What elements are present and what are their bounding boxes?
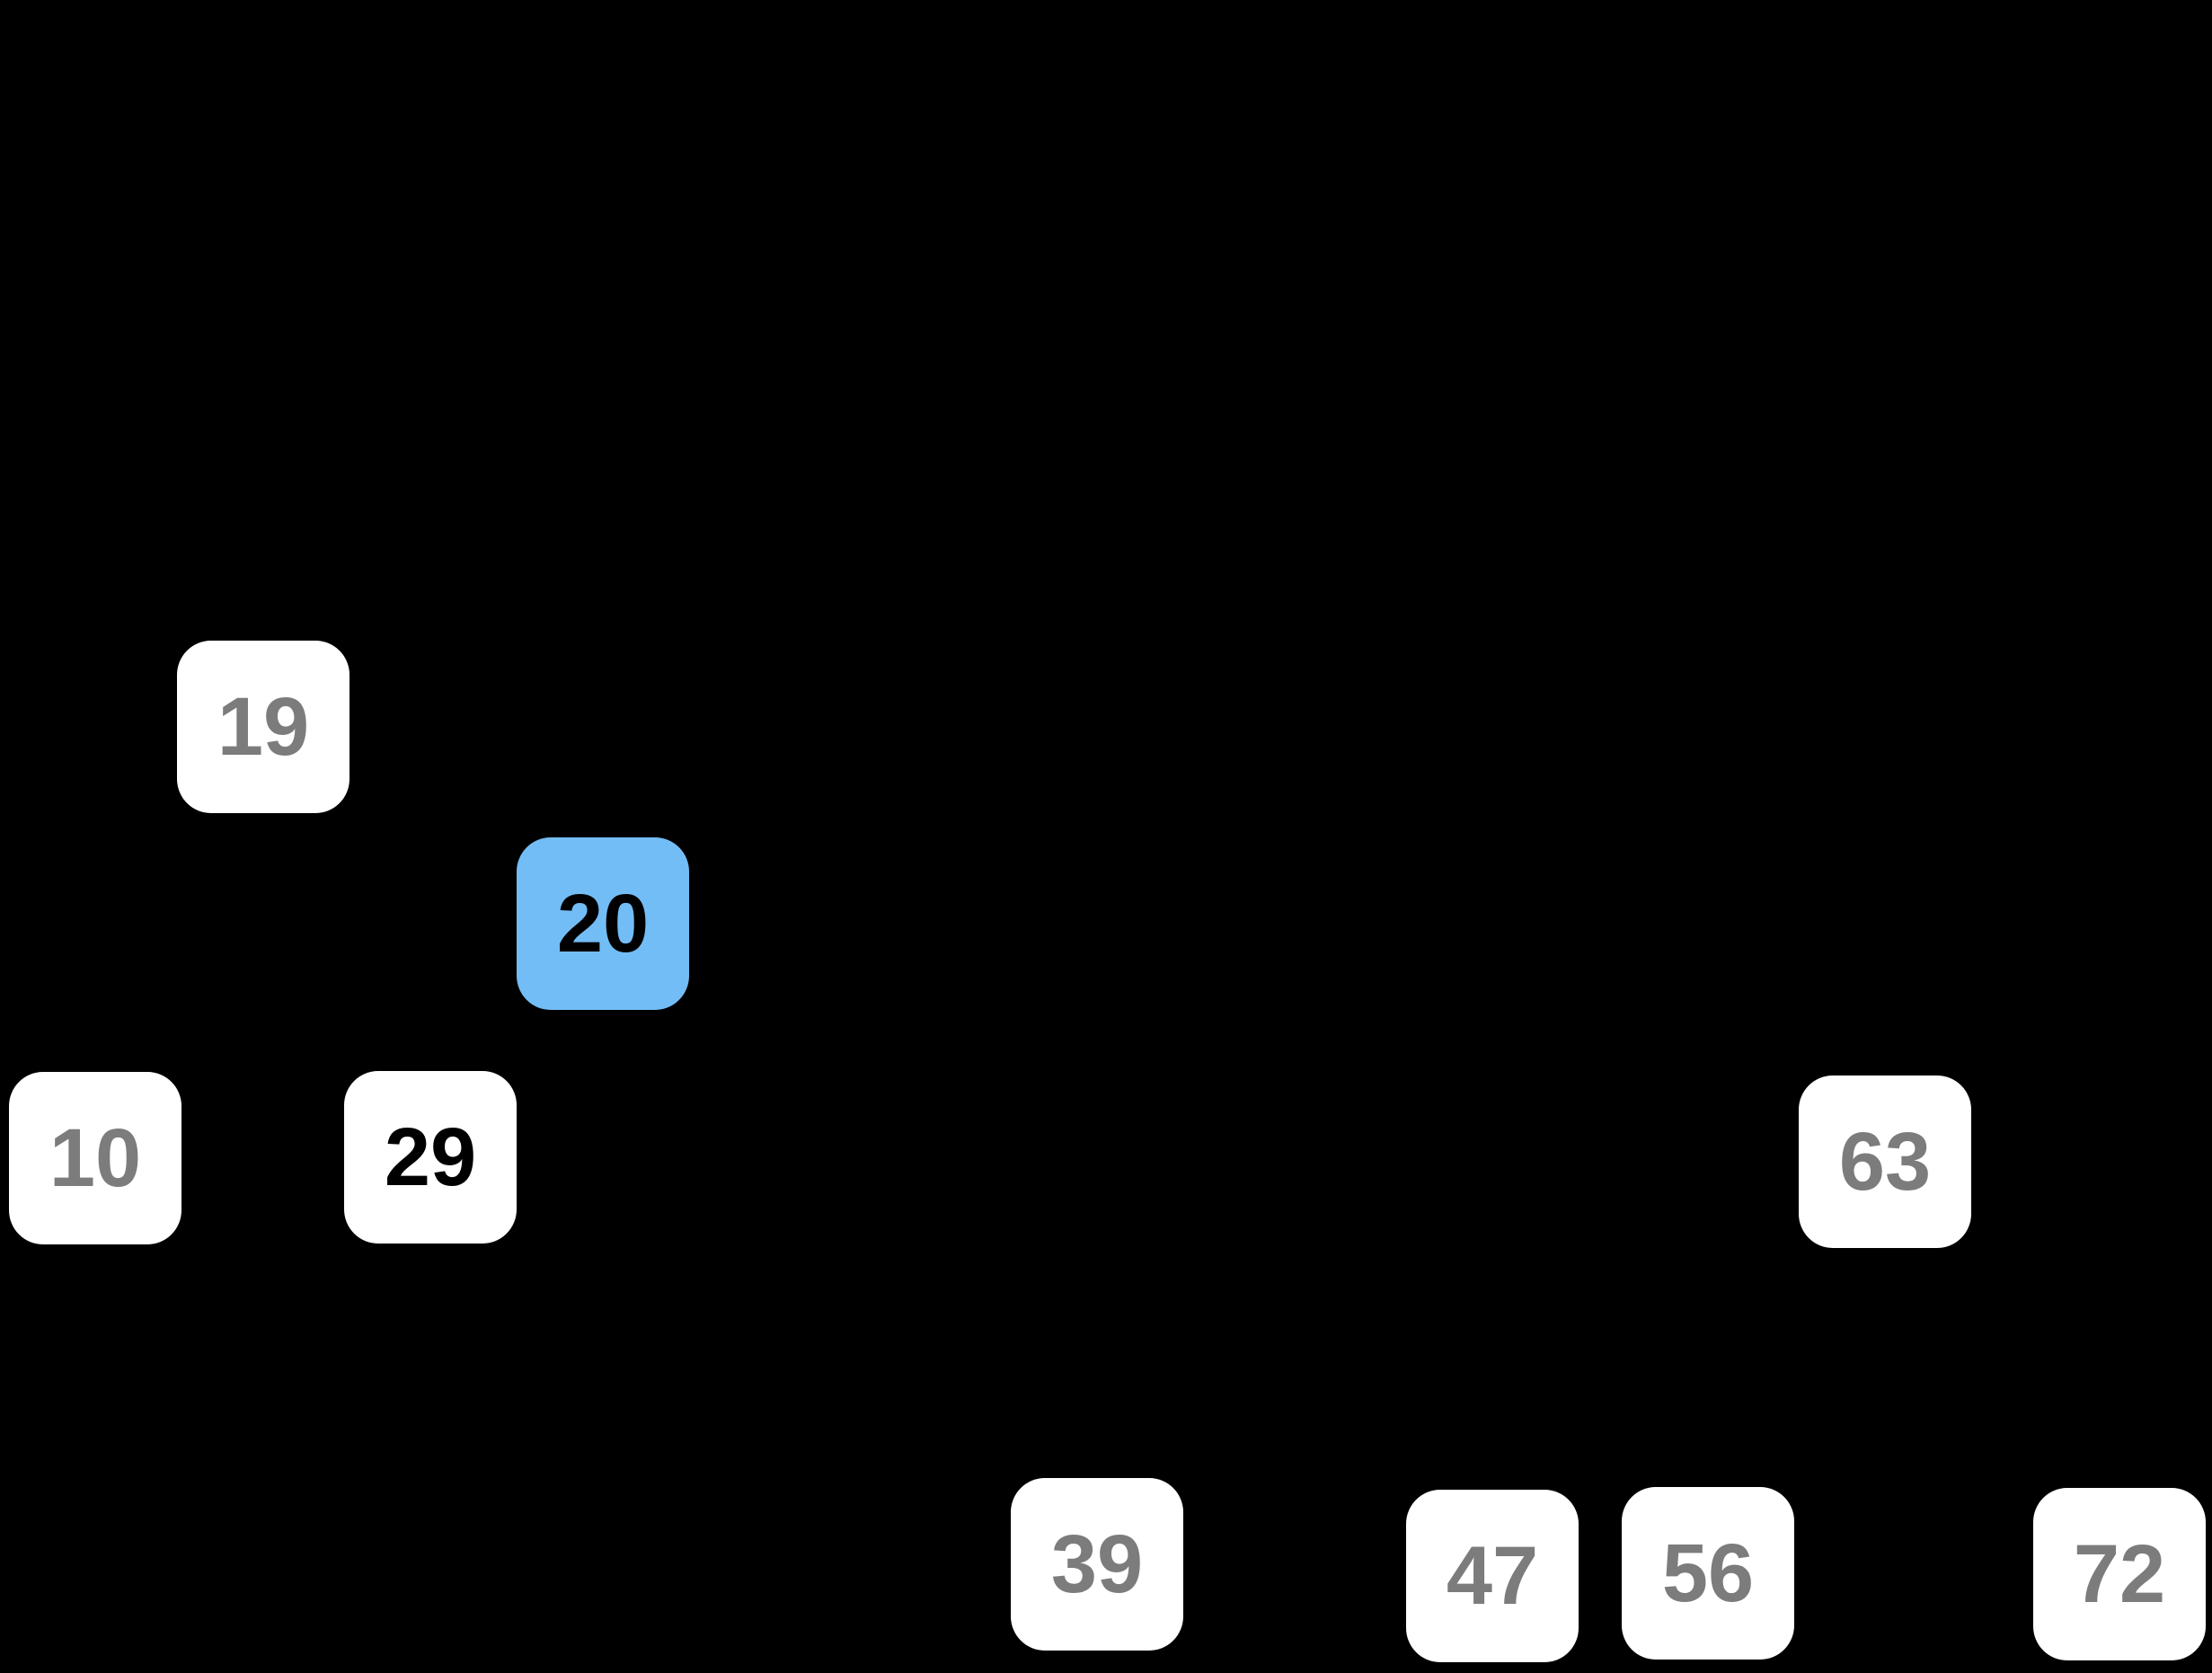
node-value-label: 72 — [2073, 1528, 2166, 1620]
tree-node-10[interactable]: 10 — [9, 1072, 181, 1244]
node-value-label: 56 — [1661, 1527, 1755, 1619]
tree-node-39[interactable]: 39 — [1011, 1478, 1183, 1651]
node-value-label: 10 — [49, 1112, 142, 1204]
tree-node-47[interactable]: 47 — [1406, 1490, 1579, 1662]
node-value-label: 63 — [1838, 1116, 1932, 1208]
tree-node-63[interactable]: 63 — [1799, 1076, 1971, 1248]
node-value-label: 29 — [384, 1111, 477, 1203]
tree-node-19[interactable]: 19 — [177, 641, 349, 813]
tree-node-56[interactable]: 56 — [1622, 1487, 1794, 1660]
node-value-label: 47 — [1446, 1530, 1539, 1622]
tree-node-20[interactable]: 20 — [517, 837, 689, 1010]
node-value-label: 20 — [556, 878, 650, 969]
node-value-label: 39 — [1050, 1518, 1144, 1610]
tree-node-72[interactable]: 72 — [2033, 1488, 2206, 1660]
node-value-label: 19 — [217, 681, 310, 773]
tree-node-29[interactable]: 29 — [344, 1071, 517, 1244]
